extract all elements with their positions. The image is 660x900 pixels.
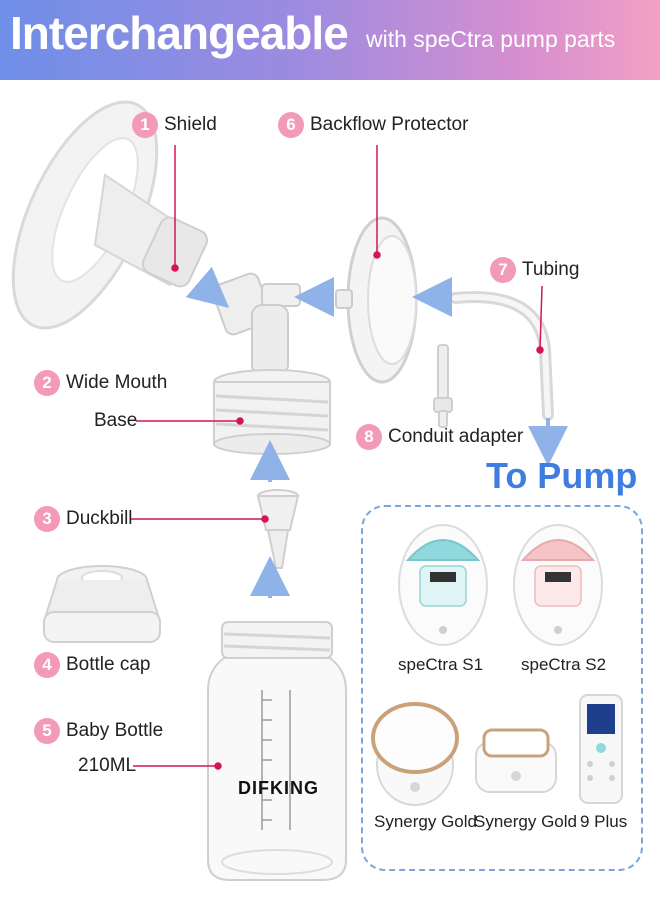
header-subtitle: with speCtra pump parts <box>366 26 616 52</box>
part-number-badge: 3 <box>34 506 60 532</box>
pump-caption-s1: speCtra S1 <box>398 655 484 674</box>
pump-caption-synergy-gold-1: Synergy Gold <box>374 812 477 831</box>
label-backflow-protector: 6 Backflow Protector <box>278 112 468 138</box>
pump-caption-s2: speCtra S2 <box>521 655 607 674</box>
part-number-badge: 6 <box>278 112 304 138</box>
to-pump-heading: To Pump <box>486 455 638 496</box>
pump-caption-synergy-gold-2: Synergy Gold <box>474 812 577 831</box>
compatible-pumps-box <box>361 505 643 871</box>
part-number-badge: 8 <box>356 424 382 450</box>
part-name: Duckbill <box>66 508 133 529</box>
bottle-brand-logo: DIFKING <box>238 778 319 798</box>
part-name: Shield <box>164 114 217 135</box>
part-number-badge: 4 <box>34 652 60 678</box>
label-tubing: 7 Tubing <box>490 257 579 283</box>
connector-icon <box>211 272 301 376</box>
part-number-badge: 7 <box>490 257 516 283</box>
label-bottle-cap: 4 Bottle cap <box>34 652 151 678</box>
nine-plus-pump-icon <box>579 694 623 804</box>
part-name: Tubing <box>522 259 580 280</box>
header-banner: Interchangeable with speCtra pump parts <box>0 0 660 80</box>
conduit-adapter-icon <box>433 344 453 428</box>
part-name: Bottle cap <box>66 654 151 675</box>
duckbill-icon <box>256 489 300 569</box>
part-name: Backflow Protector <box>310 114 469 135</box>
header-title: Interchangeable <box>10 7 349 59</box>
part-name: Wide Mouth <box>66 372 168 393</box>
label-shield: 1 Shield <box>132 112 217 138</box>
label-wide-mouth-line2: Base <box>94 410 138 431</box>
label-baby-bottle: 5 Baby Bottle <box>34 718 163 744</box>
backflow-protector-icon <box>335 216 418 384</box>
bottle-cap-icon <box>43 565 161 643</box>
wide-mouth-base-icon <box>213 369 331 455</box>
part-number-badge: 5 <box>34 718 60 744</box>
synergy-gold-pump-icon-1 <box>371 702 459 806</box>
part-name: Baby Bottle <box>66 720 164 741</box>
label-conduit-adapter: 8 Conduit adapter <box>356 424 523 450</box>
pump-caption-9-plus: 9 Plus <box>580 812 628 831</box>
part-name: Conduit adapter <box>388 426 524 447</box>
label-baby-bottle-line2: 210ML <box>78 755 137 776</box>
spectra-s1-pump-icon <box>398 524 488 646</box>
label-duckbill: 3 Duckbill <box>34 506 133 532</box>
baby-bottle-icon <box>207 621 347 881</box>
part-number-badge: 1 <box>132 112 158 138</box>
spectra-s2-pump-icon <box>513 524 603 646</box>
part-number-badge: 2 <box>34 370 60 396</box>
synergy-gold-pump-icon-2 <box>475 728 557 793</box>
label-wide-mouth: 2 Wide Mouth <box>34 370 167 396</box>
